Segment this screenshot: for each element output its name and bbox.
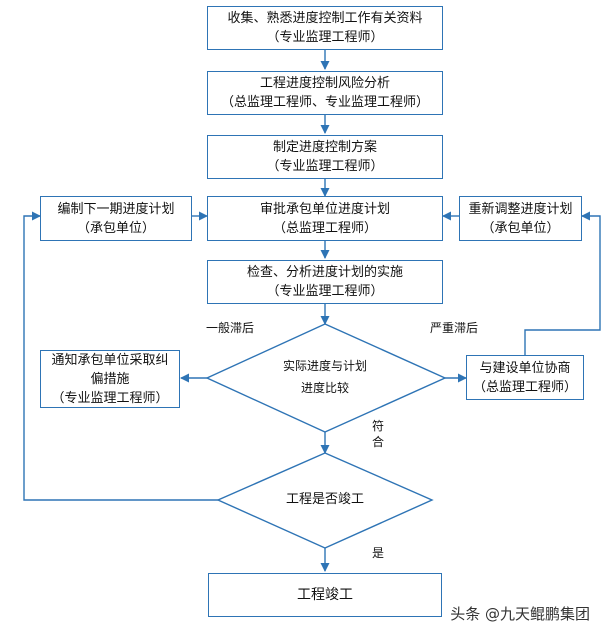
- node-next-plan-line1: 编制下一期进度计划: [57, 201, 175, 217]
- decision-compare-line1: 实际进度与计划: [282, 359, 367, 373]
- watermark-text: 头条 @九天鲲鹏集团: [450, 605, 590, 623]
- node-approve-line1: 审批承包单位进度计划: [259, 201, 390, 217]
- arrow-negotiate-readjust: [524, 211, 601, 355]
- node-negotiate: 与建设单位协商 （总监理工程师）: [466, 355, 584, 400]
- node-risk-line1: 工程进度控制风险分析: [259, 76, 390, 91]
- label-conform-1: 符: [372, 419, 385, 433]
- decision-compare-shape: [205, 323, 447, 433]
- node-notify-line1: 通知承包单位采取纠: [51, 352, 169, 368]
- label-yes: 是: [372, 546, 385, 560]
- node-inspect: 检查、分析进度计划的实施 （专业监理工程师）: [207, 260, 443, 304]
- node-approve: 审批承包单位进度计划 （总监理工程师）: [207, 196, 443, 241]
- label-severe-delay: 严重滞后: [430, 321, 479, 335]
- arrow-loop-nextplan: [23, 211, 218, 501]
- node-notify-line3: （专业监理工程师）: [51, 390, 169, 406]
- node-readjust-line1: 重新调整进度计划: [468, 201, 573, 217]
- node-plan-line1: 制定进度控制方案: [272, 140, 377, 155]
- node-plan-line2: （专业监理工程师）: [266, 159, 384, 174]
- node-collect: 收集、熟悉进度控制工作有关资料 （专业监理工程师）: [207, 6, 443, 50]
- decision-complete-check-line1: 工程是否竣工: [285, 492, 364, 507]
- label-general-delay: 一般滞后: [206, 321, 255, 335]
- decision-complete-shape: [216, 452, 434, 549]
- node-readjust: 重新调整进度计划 （承包单位）: [459, 196, 582, 241]
- node-notify-line2: 偏措施: [90, 371, 130, 387]
- decision-complete-check: 工程是否竣工: [255, 489, 395, 511]
- node-readjust-line2: （承包单位）: [481, 220, 560, 236]
- node-risk-line2: （总监理工程师、专业监理工程师）: [220, 95, 429, 110]
- node-next-plan: 编制下一期进度计划 （承包单位）: [40, 196, 192, 241]
- node-next-plan-line2: （承包单位）: [76, 220, 155, 236]
- node-negotiate-line1: 与建设单位协商: [479, 360, 571, 376]
- node-collect-line1: 收集、熟悉进度控制工作有关资料: [227, 11, 423, 26]
- decision-compare-line2: 进度比较: [300, 381, 349, 395]
- node-notify: 通知承包单位采取纠 偏措施 （专业监理工程师）: [40, 350, 180, 408]
- node-inspect-line2: （专业监理工程师）: [266, 284, 384, 299]
- node-approve-line2: （总监理工程师）: [272, 220, 377, 236]
- node-plan: 制定进度控制方案 （专业监理工程师）: [207, 135, 443, 179]
- node-inspect-line1: 检查、分析进度计划的实施: [246, 265, 403, 280]
- node-risk: 工程进度控制风险分析 （总监理工程师、专业监理工程师）: [207, 71, 443, 115]
- decision-compare: 实际进度与计划 进度比较: [255, 355, 395, 399]
- node-completed-line1: 工程竣工: [297, 586, 353, 603]
- node-negotiate-line2: （总监理工程师）: [472, 379, 577, 395]
- node-completed: 工程竣工: [208, 573, 442, 617]
- node-collect-line2: （专业监理工程师）: [266, 30, 384, 45]
- label-conform-2: 合: [372, 435, 385, 449]
